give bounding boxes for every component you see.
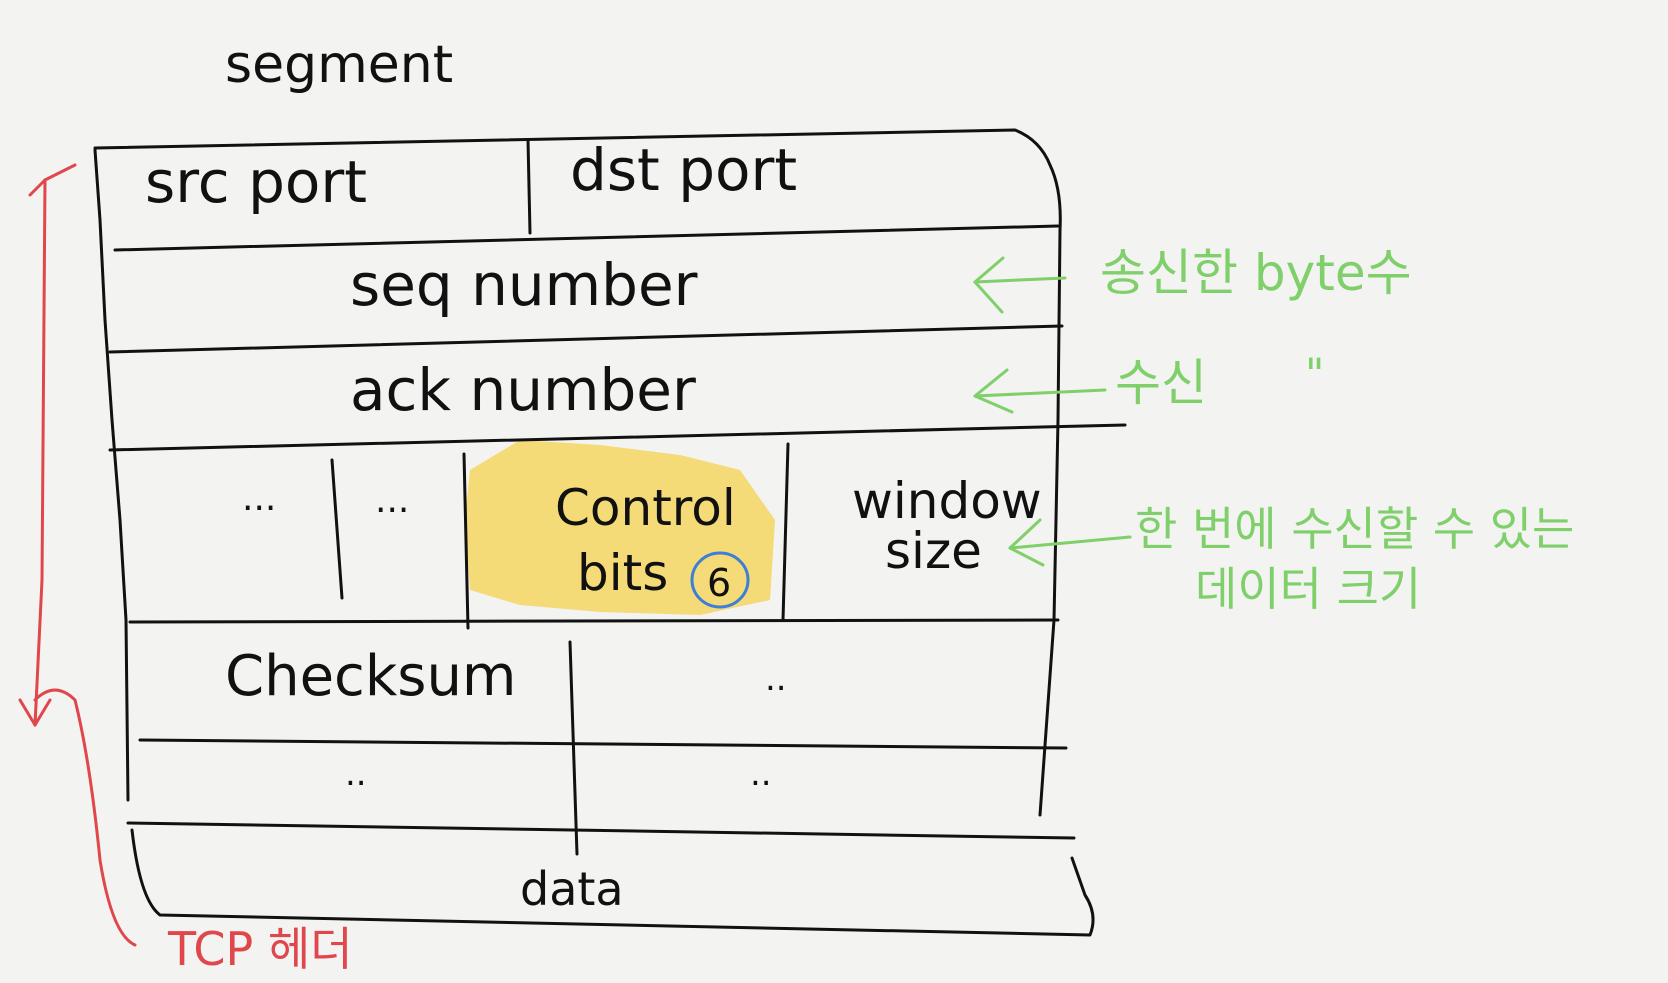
src-port-label: src port — [145, 148, 367, 216]
row-line-3 — [108, 423, 1127, 452]
row-line-1 — [113, 224, 1060, 252]
divider-dots-1 — [330, 458, 344, 600]
tcp-header-bracket — [18, 163, 137, 947]
data-box — [130, 828, 1095, 937]
row-line-2 — [108, 324, 1064, 354]
seq-note: 송신한 byte수 — [1100, 244, 1412, 302]
row-line-6 — [126, 821, 1076, 840]
row-line-4 — [128, 618, 1060, 624]
dots-cell-4: .. — [345, 754, 367, 794]
control-bits-label-line1: Control — [555, 479, 736, 537]
checksum-label: Checksum — [225, 644, 516, 709]
circle-six — [690, 551, 750, 609]
divider-ports — [526, 138, 532, 235]
window-size-label-line1: window — [852, 472, 1042, 530]
right-border — [1038, 228, 1062, 817]
control-bits-count: 6 — [707, 561, 731, 605]
top-border — [93, 128, 1062, 232]
divider-dots-2 — [462, 452, 470, 630]
segment-table — [93, 128, 1127, 937]
ack-number-label: ack number — [350, 356, 696, 424]
dots-cell-3: .. — [765, 659, 787, 699]
window-note-line2: 데이터 크기 — [1195, 562, 1421, 616]
left-border — [93, 148, 130, 802]
dots-cell-1: ... — [242, 478, 276, 519]
annotation-arrows — [973, 256, 1132, 567]
ack-note-word: 수신 — [1115, 354, 1207, 412]
data-label: data — [520, 862, 624, 916]
dots-cell-5: .. — [750, 754, 772, 794]
window-note-line1: 한 번에 수신할 수 있는 — [1135, 502, 1574, 556]
ack-note-ditto: " — [1305, 349, 1324, 398]
tcp-header-label: TCP 헤더 — [167, 922, 353, 976]
control-bits-label-line2: bits — [577, 544, 668, 602]
divider-checksum — [568, 640, 579, 856]
seq-number-label: seq number — [350, 251, 698, 319]
page-title: segment — [225, 35, 453, 95]
dst-port-label: dst port — [570, 136, 797, 204]
row-line-5 — [138, 738, 1068, 750]
control-bits-highlight — [465, 440, 775, 615]
dots-cell-2: ... — [375, 480, 409, 521]
divider-window — [781, 442, 790, 622]
window-size-label-line2: size — [885, 522, 982, 580]
